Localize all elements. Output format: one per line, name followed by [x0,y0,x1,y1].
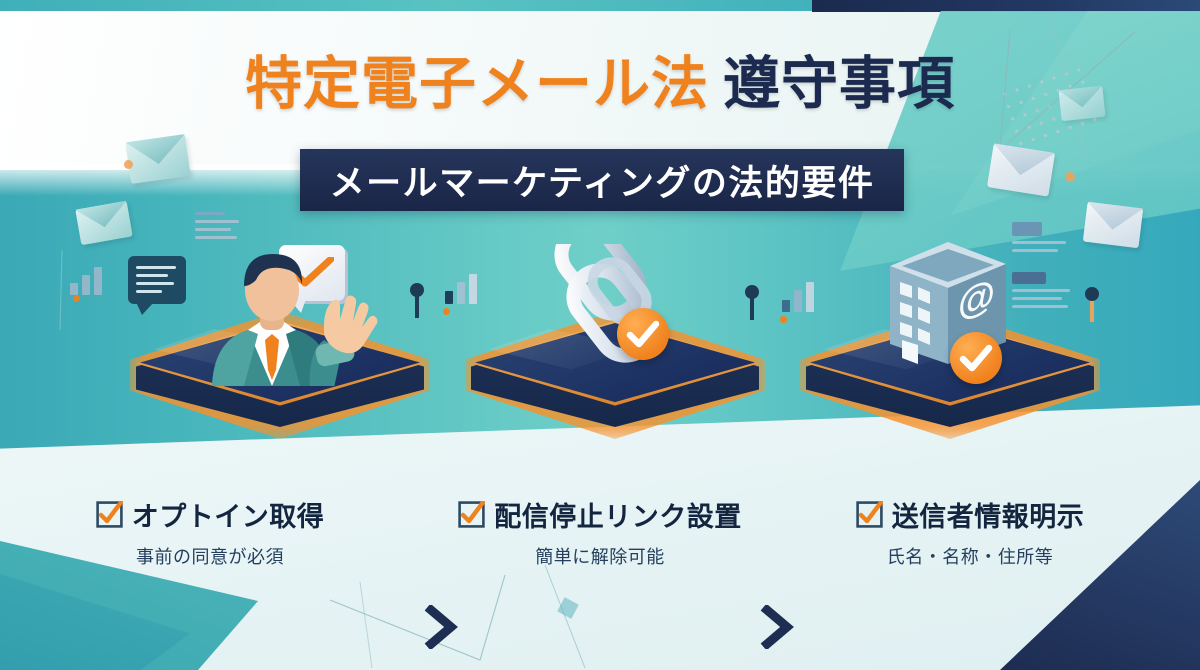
orange-check-badge-icon [950,332,1002,384]
envelope-icon [986,143,1056,197]
decor-dot-orange [124,160,133,169]
checkbox-checked-icon [458,498,487,528]
check-mark-icon [290,257,334,287]
caption-title: オプトイン取得 [131,502,325,532]
decor-document-lines [195,212,241,244]
chevron-right-icon [424,605,458,649]
decor-bar-chart [782,282,814,312]
decor-dot-orange [1065,172,1075,182]
decor-dot-orange [443,308,450,315]
caption-unsubscribe-link: 配信停止リンク設置 簡単に解除可能 [420,495,780,569]
caption-opt-in: オプトイン取得 事前の同意が必須 [30,495,390,569]
caption-subtitle: 簡単に解除可能 [535,547,665,567]
decor-pin-icon [410,283,424,318]
caption-subtitle: 事前の同意が必須 [136,547,284,567]
check-mark-icon [626,320,660,348]
captions-row: オプトイン取得 事前の同意が必須 配信停止リンク設置 簡単に解除可能 [0,495,1200,595]
checkbox-checked-icon [856,498,884,528]
caption-subtitle: 氏名・名称・住所等 [886,547,1054,567]
decor-document-lines [1012,272,1072,313]
check-mark-icon [959,344,993,372]
chain-link-icon [443,244,775,370]
decor-dot-orange [780,316,787,323]
decor-bar-chart [70,265,102,295]
caption-title: 配信停止リンク設置 [494,502,742,532]
decor-bar-chart [445,274,477,304]
step-card-unsubscribe-link[interactable] [443,244,775,450]
decor-pin-icon [1085,287,1099,322]
caption-sender-info: 送信者情報明示 氏名・名称・住所等 [790,495,1150,569]
businessman-raised-hand-icon [120,245,440,386]
top-strip-teal [0,0,812,11]
page-title: 特定電子メール法遵守事項 [0,56,1200,113]
checkbox-checked-icon [96,498,124,528]
platform-base [455,305,775,455]
caption-title: 送信者情報明示 [891,502,1085,532]
decor-dot-orange [73,295,80,302]
step-card-opt-in[interactable] [120,245,440,450]
decor-document-lines [1012,222,1072,257]
subtitle-text: メールマーケティングの法的要件 [329,163,875,203]
steps-row: @ [0,242,1200,649]
top-strip-navy [812,0,1200,12]
step-card-sender-info[interactable]: @ [780,242,1110,450]
title-rest: 遵守事項 [723,52,955,116]
decor-pin-icon [745,285,759,320]
envelope-icon [125,134,191,184]
chevron-right-icon [760,605,794,649]
office-building-at-sign-icon: @ [780,242,1110,384]
orange-check-badge-icon [617,308,669,360]
subtitle-banner: メールマーケティングの法的要件 [300,149,904,211]
title-highlight: 特定電子メール法 [245,52,709,116]
chat-bubble-icon [128,256,186,315]
